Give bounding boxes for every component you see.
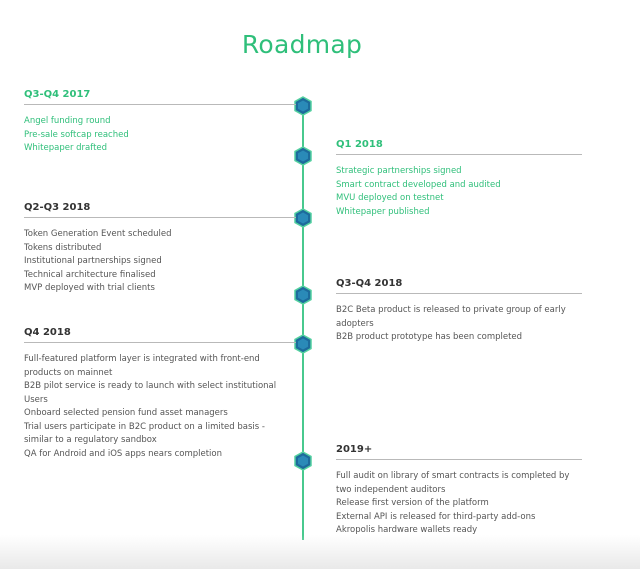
milestone-divider <box>24 104 296 105</box>
milestone-item: B2B product prototype has been completed <box>336 332 523 342</box>
milestone-item: QA for Android and iOS apps nears comple… <box>24 448 223 459</box>
milestone-divider <box>336 154 582 155</box>
milestone-divider <box>24 217 296 218</box>
milestone-2019-plus: 2019+ Full audit on library of smart con… <box>336 444 582 538</box>
milestone-item: Pre-sale softcap reached <box>24 129 129 140</box>
milestone-item: Tokens distributed <box>24 242 102 253</box>
milestone-divider <box>24 342 296 343</box>
milestone-period: Q3-Q4 2018 <box>336 278 403 289</box>
milestone-item: MVP deployed with trial clients <box>24 283 155 293</box>
milestone-period: Q3-Q4 2017 <box>24 89 91 100</box>
page-title: Roadmap <box>241 30 363 59</box>
milestone-item: B2C Beta product is released to private … <box>336 305 566 329</box>
milestone-item: Full audit on library of smart contracts… <box>336 471 570 495</box>
milestone-hex-icon <box>294 451 312 471</box>
milestone-hex-icon <box>294 96 312 116</box>
milestone-period: Q1 2018 <box>336 139 383 150</box>
milestone-period: Q2-Q3 2018 <box>24 202 91 213</box>
milestone-item: Strategic partnerships signed <box>336 166 462 176</box>
milestone-q3-q4-2018: Q3-Q4 2018 B2C Beta product is released … <box>336 278 582 345</box>
milestone-divider <box>336 293 582 294</box>
milestone-item: Full-featured platform layer is integrat… <box>24 354 260 378</box>
milestone-item: External API is released for third-party… <box>336 511 536 522</box>
milestone-q1-2018: Q1 2018 Strategic partnerships signed Sm… <box>336 139 582 219</box>
milestone-item: Whitepaper published <box>336 206 430 217</box>
milestone-period: 2019+ <box>336 444 373 455</box>
timeline-spine <box>302 106 304 540</box>
milestone-q2-q3-2018: Q2-Q3 2018 Token Generation Event schedu… <box>24 202 296 296</box>
milestone-item: Onboard selected pension fund asset mana… <box>24 408 228 418</box>
milestone-hex-icon <box>294 334 312 354</box>
milestone-item: Trial users participate in B2C product o… <box>24 421 265 446</box>
milestone-item: Institutional partnerships signed <box>24 256 162 266</box>
milestone-item: Technical architecture finalised <box>24 269 156 280</box>
milestone-item: Akropolis hardware wallets ready <box>336 525 478 535</box>
milestone-item: B2B pilot service is ready to launch wit… <box>24 381 277 405</box>
milestone-hex-icon <box>294 285 312 305</box>
milestone-item: Smart contract developed and audited <box>336 179 501 190</box>
milestone-item: MVU deployed on testnet <box>336 193 444 203</box>
milestone-item: Whitepaper drafted <box>24 143 108 153</box>
milestone-item: Release first version of the platform <box>336 498 489 508</box>
milestone-hex-icon <box>294 208 312 228</box>
milestone-divider <box>336 459 582 460</box>
milestone-item: Angel funding round <box>24 116 111 126</box>
milestone-q4-2018: Q4 2018 Full-featured platform layer is … <box>24 327 296 461</box>
milestone-q3-q4-2017: Q3-Q4 2017 Angel funding round Pre-sale … <box>24 89 296 156</box>
bottom-fade <box>0 535 640 569</box>
milestone-hex-icon <box>294 146 312 166</box>
milestone-item: Token Generation Event scheduled <box>24 229 172 239</box>
milestone-period: Q4 2018 <box>24 327 71 338</box>
